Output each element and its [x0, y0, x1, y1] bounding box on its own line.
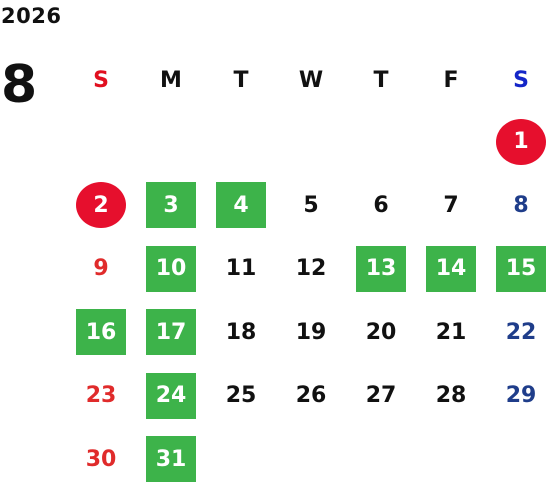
calendar-day-cell: 5 — [276, 174, 346, 238]
calendar-day-cell: 26 — [276, 364, 346, 428]
calendar-day: 29 — [505, 383, 537, 409]
calendar-day: 14 — [426, 245, 476, 292]
calendar-day-cell: 25 — [206, 364, 276, 428]
calendar-day: 11 — [225, 256, 257, 282]
calendar-day: 25 — [225, 383, 257, 409]
calendar-day-cell: 28 — [416, 364, 486, 428]
calendar-day-cell: 12 — [276, 237, 346, 301]
weekday-tuesday: T — [233, 67, 249, 93]
calendar-day: 6 — [373, 192, 389, 218]
calendar-day-cell — [206, 428, 276, 492]
calendar-day: 27 — [365, 383, 397, 409]
calendar-day-cell: 3 — [136, 174, 206, 238]
calendar-day-cell — [416, 110, 486, 174]
calendar-day: 15 — [496, 245, 546, 292]
calendar-day-cell — [416, 428, 486, 492]
calendar-day-cell: 16 — [66, 301, 136, 365]
calendar-day-cell: 23 — [66, 364, 136, 428]
calendar-day: 12 — [295, 256, 327, 282]
calendar-day: 17 — [146, 309, 196, 356]
weekday-header-row: S M T W T F S — [66, 54, 545, 106]
calendar-day-cell — [486, 428, 548, 492]
calendar-day: 20 — [365, 319, 397, 345]
calendar-day-cell: 18 — [206, 301, 276, 365]
weekday-sunday: S — [93, 67, 109, 93]
calendar-day-cell: 20 — [346, 301, 416, 365]
calendar-day-cell: 4 — [206, 174, 276, 238]
calendar-grid: S M T W T F S 1 2 3 4 5 6 7 8 9 10 11 12… — [66, 54, 548, 492]
calendar-day-cell: 1 — [486, 110, 548, 174]
weekday-friday: F — [443, 67, 459, 93]
calendar-year: 2026 — [1, 4, 62, 28]
calendar-day-cell — [346, 428, 416, 492]
calendar-day-cell — [346, 110, 416, 174]
weekday-monday: M — [160, 67, 182, 93]
calendar-day-cell: 17 — [136, 301, 206, 365]
calendar-day-cell: 22 — [486, 301, 548, 365]
calendar-day: 10 — [146, 245, 196, 292]
calendar-day: 23 — [85, 383, 117, 409]
calendar-day: 7 — [443, 192, 459, 218]
calendar-day-cell: 2 — [66, 174, 136, 238]
calendar-day-cell: 31 — [136, 428, 206, 492]
calendar-day: 5 — [303, 192, 319, 218]
calendar-day: 28 — [435, 383, 467, 409]
calendar-day-cell: 24 — [136, 364, 206, 428]
calendar-day-cell: 29 — [486, 364, 548, 428]
calendar-day-cell — [66, 110, 136, 174]
calendar-day-cell — [136, 110, 206, 174]
weekday-saturday: S — [513, 67, 529, 93]
calendar-day-cell: 21 — [416, 301, 486, 365]
calendar-day: 19 — [295, 319, 327, 345]
calendar-day: 1 — [496, 118, 546, 165]
calendar-day-cell: 14 — [416, 237, 486, 301]
calendar-day-cell: 8 — [486, 174, 548, 238]
calendar-day: 22 — [505, 319, 537, 345]
calendar-day: 16 — [76, 309, 126, 356]
calendar-day-cell: 11 — [206, 237, 276, 301]
calendar-day: 2 — [76, 182, 126, 229]
calendar-day-cell: 7 — [416, 174, 486, 238]
calendar-day-cell: 27 — [346, 364, 416, 428]
calendar-day: 4 — [216, 182, 266, 229]
calendar-days: 1 2 3 4 5 6 7 8 9 10 11 12 13 14 15 16 1… — [66, 110, 548, 492]
calendar-day-cell — [276, 110, 346, 174]
calendar-day-cell: 10 — [136, 237, 206, 301]
calendar-day-cell: 6 — [346, 174, 416, 238]
calendar-day: 9 — [93, 256, 109, 282]
calendar-day: 13 — [356, 245, 406, 292]
calendar-day-cell — [276, 428, 346, 492]
calendar-day: 18 — [225, 319, 257, 345]
calendar-day-cell: 15 — [486, 237, 548, 301]
weekday-thursday: T — [373, 67, 389, 93]
weekday-wednesday: W — [298, 67, 324, 93]
calendar-day-cell: 30 — [66, 428, 136, 492]
calendar-day-cell: 9 — [66, 237, 136, 301]
calendar-day: 30 — [85, 446, 117, 472]
calendar-day-cell — [206, 110, 276, 174]
calendar-month: 8 — [1, 55, 38, 115]
calendar-day: 31 — [146, 436, 196, 483]
calendar-day: 26 — [295, 383, 327, 409]
calendar-day: 21 — [435, 319, 467, 345]
calendar-day: 8 — [513, 192, 529, 218]
calendar-day-cell: 19 — [276, 301, 346, 365]
calendar-day: 3 — [146, 182, 196, 229]
calendar-day: 24 — [146, 372, 196, 419]
calendar-day-cell: 13 — [346, 237, 416, 301]
